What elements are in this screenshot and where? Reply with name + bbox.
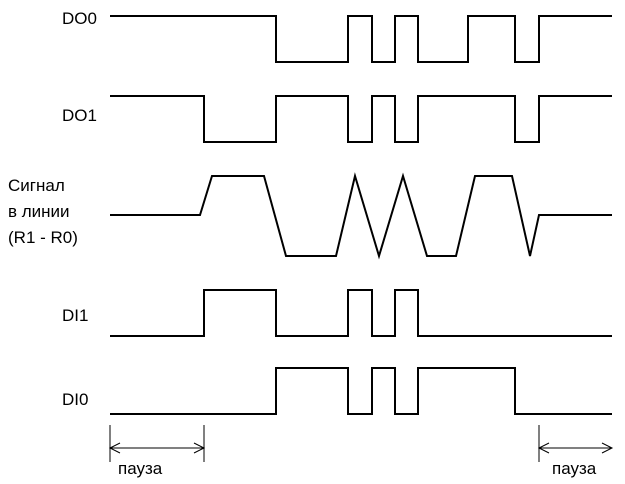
do0-waveform (110, 15, 612, 63)
pause-right-marker (537, 425, 614, 462)
di1-label: DI1 (62, 306, 88, 325)
di0-waveform (110, 367, 612, 415)
pause-right-arrowhead-end (601, 442, 614, 454)
pause-left-arrowhead-start (108, 442, 121, 454)
line-signal-waveform (110, 172, 612, 260)
do0-label: DO0 (62, 9, 97, 28)
pause-right-arrowhead-start (537, 442, 550, 454)
line-label-line2: в линии (8, 202, 70, 221)
pause-left-arrowhead-end (193, 442, 206, 454)
di1-waveform (110, 289, 612, 337)
line-label-line3: (R1 - R0) (8, 228, 78, 247)
do1-waveform (110, 95, 612, 143)
pause-left-label: пауза (118, 459, 163, 478)
line-label-line1: Сигнал (8, 176, 65, 195)
do1-label: DO1 (62, 106, 97, 125)
pause-right-label: пауза (552, 459, 597, 478)
pause-left-marker (108, 425, 206, 462)
di0-label: DI0 (62, 390, 88, 409)
